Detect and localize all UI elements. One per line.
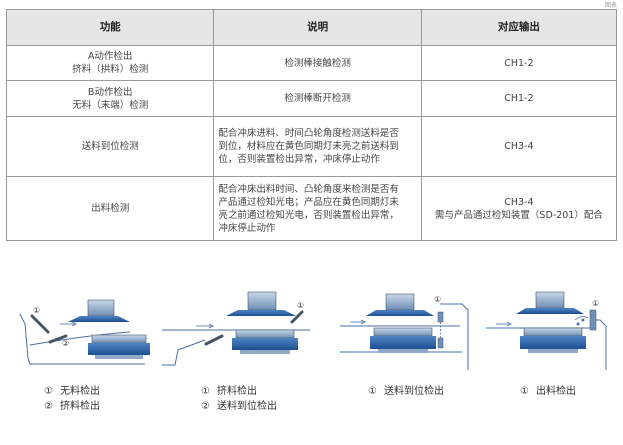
- diagram-1: ① ②: [19, 299, 150, 365]
- description-cell: 配合冲床进料、时间凸轮角度检测送料是否 到位，材料应在黄色同期灯未亮之前送料到 …: [213, 116, 422, 177]
- function-cell: 送料到位检测: [5, 116, 215, 177]
- table-row: A动作检出 挤料（拱料）检测 检测棒接触检测 CH1-2: [5, 45, 618, 81]
- svg-text:①: ①: [592, 299, 599, 308]
- output-cell: CH3-4 需与产品通过检知装置（SD-201）配合: [420, 176, 618, 241]
- detection-diagrams: ① ② ①: [0, 280, 623, 440]
- die-base-icon: [370, 336, 436, 349]
- sensor-lower-icon: [437, 337, 444, 349]
- probe-2-icon: [48, 334, 68, 344]
- die-base-icon: [88, 343, 150, 355]
- probe-1-icon: [30, 314, 50, 334]
- diagram-2: ①: [162, 291, 310, 366]
- probe-2-icon: [290, 310, 304, 324]
- output-sensor-icon: [589, 309, 597, 331]
- output-cell: CH1-2: [420, 80, 618, 117]
- punch-upper-icon: [247, 291, 277, 311]
- punch-upper-icon: [385, 293, 415, 311]
- diagram-3: ①: [340, 293, 469, 370]
- punch-head-icon: [68, 316, 130, 322]
- svg-text:②: ②: [62, 339, 69, 348]
- output-cell: CH1-2: [420, 45, 618, 81]
- function-cell: 出料检测: [5, 176, 215, 241]
- punch-upper-icon: [87, 299, 115, 317]
- table-header-row: 功能 说明 对应输出: [5, 9, 618, 46]
- die-base-icon: [232, 338, 298, 350]
- function-cell: B动作检出 无料（末端）检测: [5, 80, 215, 117]
- detection-spec-table: 功能 说明 对应输出 A动作检出 挤料（拱料）检测 检测棒接触检测 CH1-2 …: [5, 9, 618, 241]
- punch-upper-icon: [535, 291, 565, 309]
- svg-text:①: ①: [33, 306, 40, 315]
- function-cell: A动作检出 挤料（拱料）检测: [5, 45, 215, 81]
- punch-head-icon: [226, 310, 296, 316]
- header-description: 说明: [213, 9, 422, 46]
- probe-1-icon: [204, 334, 224, 346]
- output-cell: CH3-4: [420, 116, 618, 177]
- description-cell: 配合冲床出料时间、凸轮角度来检测是否有 产品通过检知光电；产品应在黄色同期灯未 …: [213, 176, 422, 241]
- svg-text:①: ①: [434, 295, 441, 304]
- punch-head-icon: [516, 308, 584, 314]
- description-cell: 检测棒断开检测: [213, 80, 422, 117]
- diagram-4: ①: [486, 291, 607, 370]
- description-cell: 检测棒接触检测: [213, 45, 422, 81]
- header-output: 对应输出: [420, 9, 618, 46]
- table-row: 出料检测 配合冲床出料时间、凸轮角度来检测是否有 产品通过检知光电；产品应在黄色…: [5, 176, 618, 241]
- table-row: 送料到位检测 配合冲床进料、时间凸轮角度检测送料是否 到位，材料应在黄色同期灯未…: [5, 116, 618, 177]
- table-row: B动作检出 无料（末端）检测 检测棒断开检测 CH1-2: [5, 80, 618, 117]
- corner-mark: 图表: [604, 2, 617, 9]
- punch-head-icon: [366, 310, 434, 316]
- sensor-upper-icon: [437, 311, 444, 323]
- diagram-illustrations: ① ② ①: [19, 291, 607, 370]
- svg-text:①: ①: [297, 301, 304, 310]
- header-function: 功能: [5, 9, 215, 46]
- die-base-icon: [520, 336, 586, 349]
